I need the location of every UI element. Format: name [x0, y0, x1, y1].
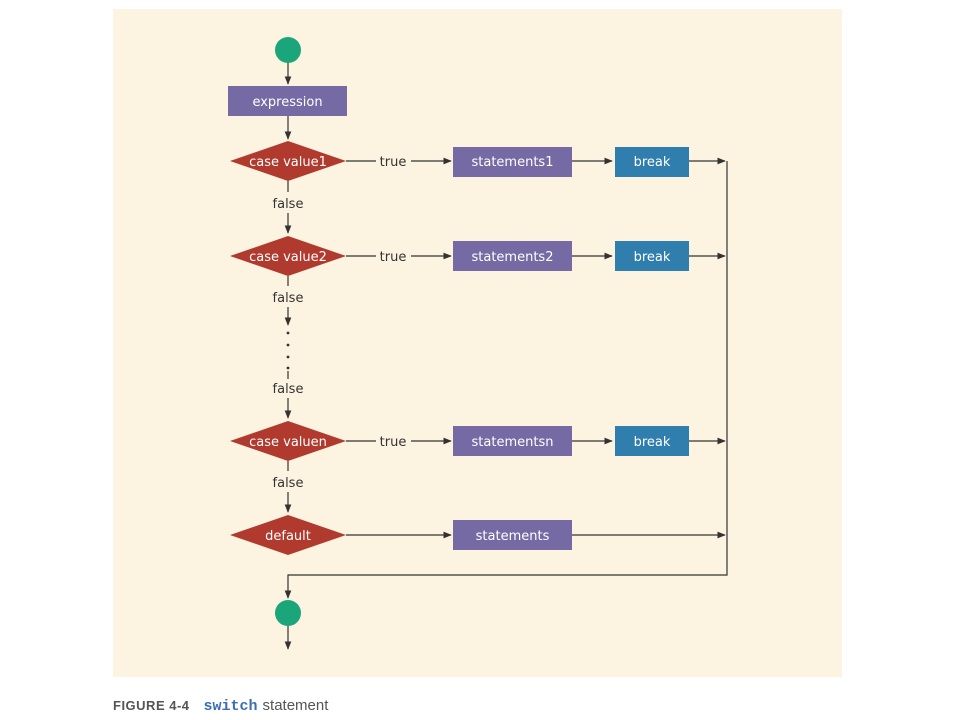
case-value2-label: case value2: [249, 250, 327, 265]
default-diamond: [230, 515, 346, 555]
switch-flowchart: expression case value1 true statements1 …: [228, 37, 728, 650]
true-label-n: true: [380, 435, 407, 450]
statements1-box: [453, 147, 572, 177]
statements-box: [453, 520, 572, 550]
figure-number: FIGURE 4-4: [113, 698, 190, 713]
statements1-label: statements1: [472, 155, 554, 170]
expression-label: expression: [252, 95, 322, 110]
case-valuen-diamond: [230, 421, 346, 461]
statementsn-box: [453, 426, 572, 456]
default-label: default: [265, 529, 311, 544]
statements2-box: [453, 241, 572, 271]
statements2-label: statements2: [472, 250, 554, 265]
statements-label: statements: [476, 529, 550, 544]
case-valuen-label: case valuen: [249, 435, 327, 450]
false-label-n: false: [273, 476, 304, 491]
case-value2-diamond: [230, 236, 346, 276]
end-terminal: [275, 600, 301, 626]
figure-panel: expression case value1 true statements1 …: [113, 9, 842, 677]
exit-collector-line: [284, 161, 728, 599]
statementsn-label: statementsn: [472, 435, 554, 450]
break2-box: [615, 241, 689, 271]
false-label-3: false: [273, 382, 304, 397]
caption-text: statement: [262, 697, 329, 714]
caption-keyword: switch: [203, 698, 258, 715]
case-value1-label: case value1: [249, 155, 327, 170]
false-label-2: false: [273, 291, 304, 306]
expression-box: [228, 86, 347, 116]
break1-box: [615, 147, 689, 177]
break1-label: break: [634, 155, 671, 170]
case-value1-diamond: [230, 141, 346, 181]
break2-label: break: [634, 250, 671, 265]
false-label-1: false: [273, 197, 304, 212]
true-label-1: true: [380, 155, 407, 170]
true-label-2: true: [380, 250, 407, 265]
ellipsis-dots: [286, 331, 290, 370]
start-terminal: [275, 37, 301, 63]
breakn-label: break: [634, 435, 671, 450]
breakn-box: [615, 426, 689, 456]
